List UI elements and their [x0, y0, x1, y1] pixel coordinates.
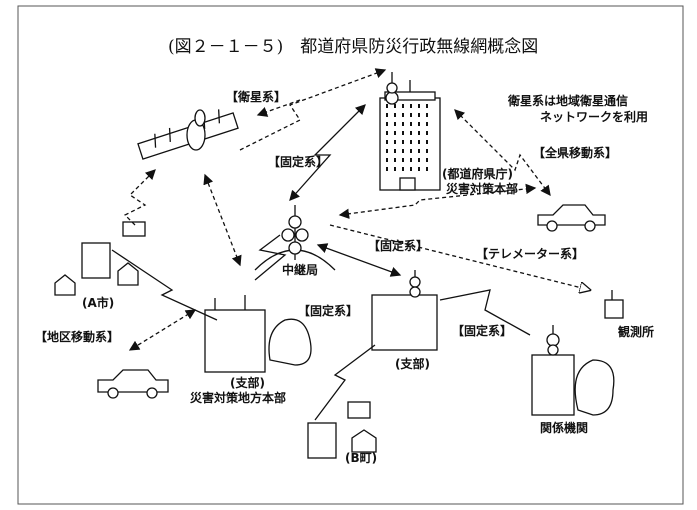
window — [386, 149, 388, 153]
window — [394, 122, 396, 126]
prefectural-office-building-icon — [379, 72, 441, 191]
window — [394, 131, 396, 135]
window — [386, 113, 388, 117]
label-fixed-system: 【固定系】 — [298, 303, 358, 318]
relay-station-label: 中継局 — [282, 262, 318, 277]
window — [402, 113, 404, 117]
window — [410, 131, 412, 135]
mobile-car-right-icon — [537, 204, 606, 232]
window — [386, 131, 388, 135]
satellite-note-line2: ネットワークを利用 — [540, 109, 648, 124]
city-a-label: (A市) — [82, 295, 114, 310]
town-b-buildings-icon — [307, 401, 377, 459]
window — [394, 140, 396, 144]
window — [402, 131, 404, 135]
relay-tower-icon — [254, 205, 336, 271]
label-district-mobile: 【地区移動系】 — [35, 329, 119, 344]
window — [418, 140, 420, 144]
town-b-label: (B町) — [345, 451, 377, 465]
window — [394, 167, 396, 171]
window — [410, 149, 412, 153]
related-agency-label: 関係機関 — [540, 420, 588, 435]
window — [394, 149, 396, 153]
related-agency-building-icon — [531, 325, 615, 416]
window — [410, 158, 412, 162]
fixed-link-city-a — [111, 249, 218, 321]
label-fixed-system: 【固定系】 — [268, 154, 328, 169]
observation-station-label: 観測所 — [618, 324, 654, 339]
window — [418, 131, 420, 135]
window — [386, 140, 388, 144]
window — [418, 149, 420, 153]
window — [418, 158, 420, 162]
window — [418, 104, 420, 108]
regional-hq-label: 災害対策地方本部 — [190, 390, 286, 405]
window — [386, 104, 388, 108]
links — [111, 68, 590, 421]
window — [386, 167, 388, 171]
satellite-link-city-a — [123, 169, 156, 226]
city-a-buildings-icon — [54, 221, 146, 296]
branch-left-label: (支部) — [230, 375, 265, 390]
satellite-note-line1: 衛星系は地域衛星通信 — [507, 93, 628, 108]
mobile-car-left-icon — [97, 369, 169, 399]
window — [418, 122, 420, 126]
window — [410, 104, 412, 108]
telemeter-link — [329, 224, 590, 290]
window — [418, 113, 420, 117]
window — [386, 122, 388, 126]
window — [394, 158, 396, 162]
window — [402, 122, 404, 126]
frame — [17, 5, 684, 505]
window — [426, 131, 428, 135]
label-satellite-system: 【衛星系】 — [226, 89, 286, 104]
label-telemeter-system: 【テレメーター系】 — [476, 246, 584, 261]
label-fixed-system: 【固定系】 — [452, 323, 512, 338]
window — [426, 149, 428, 153]
label-prefecture-mobile: 【全県移動系】 — [533, 145, 617, 160]
window — [386, 158, 388, 162]
branch-office-left-building-icon — [204, 295, 312, 373]
window — [402, 140, 404, 144]
window — [426, 113, 428, 117]
satellite-icon — [137, 109, 239, 160]
window — [410, 140, 412, 144]
fixed-link-agency — [439, 289, 531, 336]
window — [410, 113, 412, 117]
fixed-link-hq-relay — [289, 104, 366, 201]
branch-office-right-building-icon — [371, 270, 438, 351]
branch-right-label: (支部) — [395, 356, 430, 371]
window — [410, 122, 412, 126]
district-mobile-link — [128, 309, 197, 351]
window — [426, 104, 428, 108]
fixed-link-relay-branch — [254, 234, 287, 281]
disaster-hq-label: 災害対策本部 — [446, 181, 518, 196]
window — [418, 167, 420, 171]
prefecture-office-label: (都道府県庁) — [442, 166, 513, 181]
window — [410, 167, 412, 171]
window — [426, 158, 428, 162]
prefecture-mobile-link — [454, 109, 551, 197]
window — [426, 122, 428, 126]
satellite-link-branch — [203, 173, 242, 267]
window — [402, 104, 404, 108]
label-fixed-system: 【固定系】 — [368, 238, 428, 253]
window — [426, 167, 428, 171]
window — [402, 158, 404, 162]
window — [402, 149, 404, 153]
fixed-link-town-b — [314, 344, 376, 421]
window — [426, 140, 428, 144]
satellite-link-hq — [239, 68, 387, 151]
observation-station-icon — [604, 290, 624, 319]
window — [402, 167, 404, 171]
window — [394, 104, 396, 108]
figure-title: (図２－１－５) 都道府県防災行政無線網概念図 — [168, 36, 538, 57]
fixed-link-relay-branch-right — [316, 243, 402, 277]
window — [394, 113, 396, 117]
